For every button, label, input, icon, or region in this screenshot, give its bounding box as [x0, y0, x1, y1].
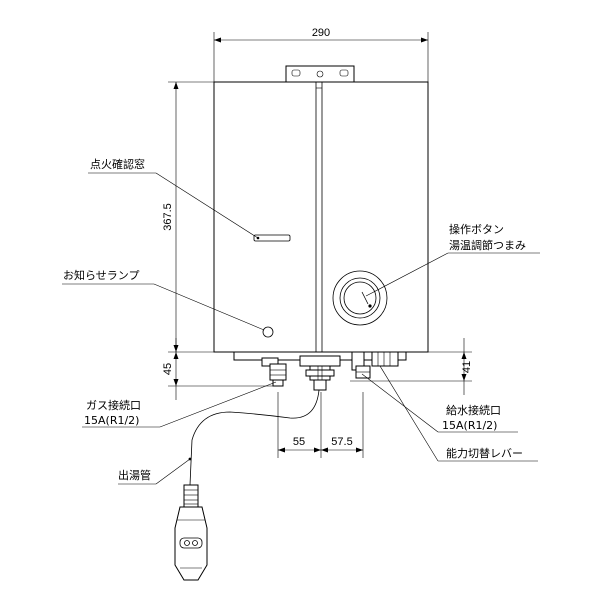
- left-bottom-dimension: 45: [162, 338, 282, 400]
- gas-connection-label: ガス接続口: [86, 398, 141, 412]
- water-connection-label: 給水接続口: [446, 403, 501, 417]
- capacity-lever-label: 能力切替レバー: [446, 446, 523, 460]
- water-connection-fitting: [351, 351, 371, 379]
- offset-dimensions: 55 57.5: [277, 392, 364, 458]
- left-bottom-value: 45: [162, 363, 174, 375]
- gas-offset-value: 55: [293, 436, 305, 448]
- right-bottom-value: 41: [461, 361, 473, 373]
- width-dimension: 290: [213, 27, 429, 82]
- callout-capacity-lever: 能力切替レバー: [379, 365, 538, 462]
- temperature-knob-icon: [332, 270, 388, 326]
- water-offset-value: 57.5: [331, 436, 352, 448]
- water-connection-size-label: 15A(R1/2): [442, 419, 497, 432]
- callout-gas-connection: ガス接続口 15A(R1/2): [82, 381, 277, 428]
- callout-water-connection: 給水接続口 15A(R1/2): [361, 373, 518, 433]
- bottom-fittings: [233, 351, 407, 391]
- gas-connection-fitting: [261, 357, 287, 387]
- callout-notification-lamp: お知らせランプ: [62, 268, 265, 331]
- width-value: 290: [312, 27, 330, 39]
- hot-water-nozzle-icon: [174, 484, 208, 581]
- temperature-knob-label: 湯温調節つまみ: [449, 238, 526, 252]
- ignition-check-label: 点火確認窓: [90, 157, 145, 171]
- ignition-window: [253, 234, 291, 242]
- callout-ignition-check: 点火確認窓: [88, 157, 259, 239]
- right-bottom-dimension: 41: [350, 338, 473, 395]
- height-dimension: 367.5: [162, 81, 214, 353]
- callout-hot-water-pipe: 出湯管: [118, 458, 191, 485]
- notification-lamp-label: お知らせランプ: [63, 268, 139, 282]
- callout-operation-button: 操作ボタン 湯温調節つまみ: [365, 222, 540, 297]
- capacity-lever-fitting: [371, 351, 399, 367]
- operation-button-label: 操作ボタン: [449, 222, 504, 236]
- heater-body: [213, 81, 429, 353]
- hot-water-pipe-label: 出湯管: [118, 468, 151, 482]
- mounting-bracket: [285, 65, 355, 83]
- height-value: 367.5: [162, 203, 174, 231]
- outlet-fitting: [299, 355, 341, 391]
- notification-lamp-icon: [262, 326, 274, 338]
- gas-connection-size-label: 15A(R1/2): [84, 414, 139, 427]
